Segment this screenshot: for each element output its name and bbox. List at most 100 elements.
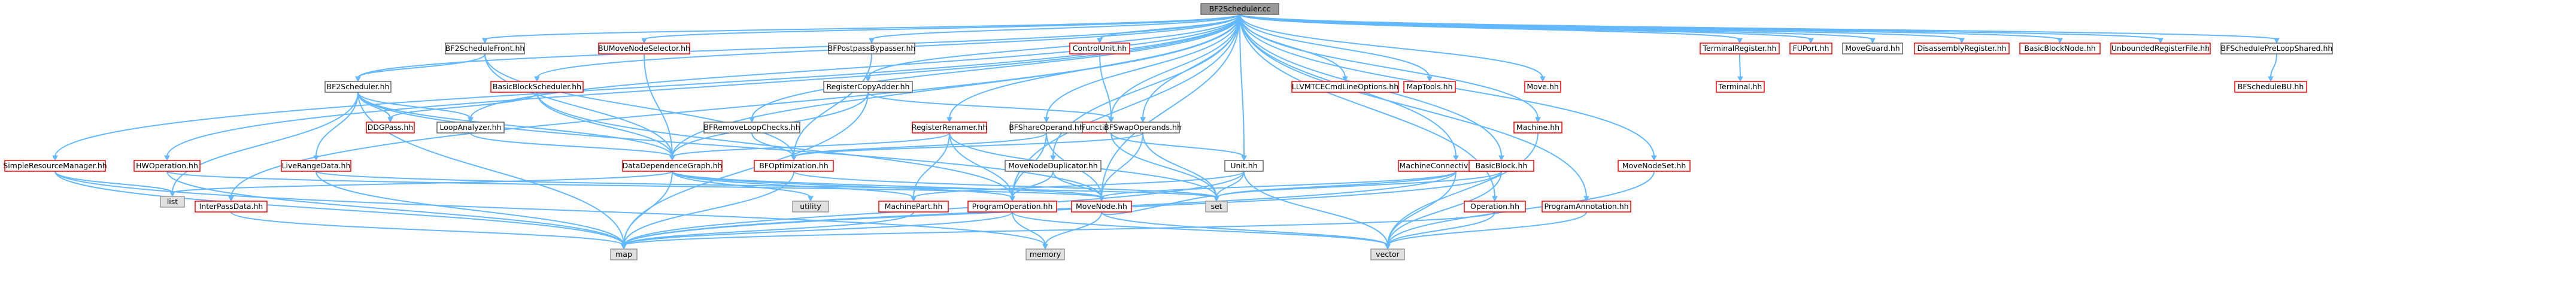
node-box [1914,43,2010,54]
node-box [1542,201,1631,213]
node-label: BF2Scheduler.hh [327,82,390,91]
arrowhead-root-to-interpass [228,196,234,202]
node-interpass[interactable]: InterPassData.hh [195,201,268,213]
node-bfschedbu[interactable]: BFScheduleBU.hh [2234,81,2307,93]
node-movenode[interactable]: MoveNode.hh [1071,201,1132,213]
edge-machine-to-vector [1387,132,1539,246]
edge-bfopt-to-map [623,171,794,246]
node-liverange[interactable]: LiveRangeData.hh [281,160,351,172]
node-movenodedup[interactable]: MoveNodeDuplicator.hh [1005,160,1102,172]
edge-root-to-bfpreloop [1239,14,2277,40]
node-termreg[interactable]: TerminalRegister.hh [1700,43,1780,54]
node-box [2220,43,2333,54]
arrowhead-root-to-bfswapop [1140,117,1146,123]
node-unboundreg[interactable]: UnboundedRegisterFile.hh [2110,43,2211,54]
node-terminal[interactable]: Terminal.hh [1716,81,1765,93]
node-box [792,201,829,213]
node-progannot[interactable]: ProgramAnnotation.hh [1542,201,1631,213]
node-fuport[interactable]: FUPort.hh [1789,43,1832,54]
node-label: Unit.hh [1230,161,1257,170]
edge-ddg-to-machinepart [672,171,914,198]
node-machinepart[interactable]: MachinePart.hh [878,201,949,213]
edge-movenode-to-memory [1045,211,1102,246]
arrowhead-root-to-moveguard [1870,38,1876,44]
node-unit[interactable]: Unit.hh [1224,160,1264,172]
node-box [622,160,723,172]
edge-bfswapop-to-movenode [1101,132,1143,198]
node-movenodeset[interactable]: MoveNodeSet.hh [1618,160,1691,172]
node-move[interactable]: Move.hh [1524,81,1561,93]
edge-root-to-move [1239,14,1543,78]
node-simpleres[interactable]: SimpleResourceManager.hh [3,160,107,172]
node-box [160,196,185,208]
node-ddgpass[interactable]: DDGPass.hh [366,122,415,134]
node-bfpostpass[interactable]: BFPostpassBypasser.hh [828,43,916,54]
node-bfpreloop[interactable]: BFSchedulePreLoopShared.hh [2220,43,2333,54]
arrowhead-bf2schedfront-to-bf2scheduler [355,76,361,83]
node-label: memory [1030,250,1061,259]
node-bfopt[interactable]: BFOptimization.hh [754,160,834,172]
node-llvmtce[interactable]: LLVMTCECmdLineOptions.hh [1291,81,1399,93]
node-box [366,122,415,134]
node-label: BasicBlockScheduler.hh [493,82,581,91]
arrowhead-root-to-regcopy [865,76,871,83]
node-basicblock[interactable]: BasicBlock.hh [1468,160,1534,172]
arrowhead-termreg-to-terminal [1737,76,1743,83]
node-label: Operation.hh [1470,202,1519,211]
edge-mcc-to-vector [1387,171,1457,246]
node-label: MachinePart.hh [885,202,943,211]
node-memory: memory [1025,248,1065,260]
arrowhead-root-to-machine [1535,117,1541,123]
edge-bf2schedfront-to-bf2scheduler [357,53,486,78]
edge-bf2schedfront-to-bfopt [484,53,794,157]
node-bbscheduler[interactable]: BasicBlockScheduler.hh [490,81,584,93]
node-box [1513,122,1562,134]
edge-progop-to-memory [1012,211,1046,246]
node-moveguard[interactable]: MoveGuard.hh [1842,43,1903,54]
arrowhead-root-to-regrenamer [946,117,952,123]
edge-root-to-bf2schedfront [484,14,1240,40]
node-label: set [1210,202,1222,211]
node-bf2schedfront[interactable]: BF2ScheduleFront.hh [445,43,525,54]
node-hwop[interactable]: HWOperation.hh [133,160,201,172]
arrowhead-unit-to-machinepart [911,196,917,202]
node-bfswapop[interactable]: BFSwapOperands.hh [1104,122,1182,134]
node-label: BFOptimization.hh [759,161,829,170]
node-label: DataDependenceGraph.hh [623,161,723,170]
node-progop[interactable]: ProgramOperation.hh [967,201,1057,213]
edge-root-to-bfshareop [1046,14,1240,119]
node-regrenamer[interactable]: RegisterRenamer.hh [912,122,988,134]
edge-unit-to-set [1216,171,1245,198]
node-bfshareop[interactable]: BFShareOperand.hh [1009,122,1084,134]
node-regcopy[interactable]: RegisterCopyAdder.hh [823,81,913,93]
node-bfremoveloop[interactable]: BFRemoveLoopChecks.hh [703,122,800,134]
node-basicblocknode[interactable]: BasicBlockNode.hh [2019,43,2101,54]
node-disasmreg[interactable]: DisassemblyRegister.hh [1914,43,2010,54]
edge-root-to-functionunit [1110,14,1240,119]
arrowhead-root-to-movenodeset [1651,155,1657,162]
node-box [1224,160,1264,172]
node-bumove[interactable]: BUMoveNodeSelector.hh [598,43,690,54]
node-box [1071,201,1132,213]
edges-layer [52,14,2280,250]
edge-functionunit-to-set [1110,132,1217,198]
edge-movenodedup-to-progop [1012,171,1054,198]
edge-root-to-regcopy [867,14,1240,78]
node-maptools[interactable]: MapTools.hh [1403,81,1456,93]
node-label: Move.hh [1527,82,1558,91]
node-bf2scheduler[interactable]: BF2Scheduler.hh [324,81,392,93]
edge-bfremoveloop-to-bfopt [751,132,794,157]
node-loopanalyzer[interactable]: LoopAnalyzer.hh [436,122,505,134]
node-controlunit[interactable]: ControlUnit.hh [1069,43,1130,54]
edge-progannot-to-vector [1387,211,1587,246]
arrowhead-root-to-controlunit [1097,38,1103,44]
node-ddg[interactable]: DataDependenceGraph.hh [622,160,723,172]
node-label: FUPort.hh [1793,44,1829,53]
node-label: TerminalRegister.hh [1703,44,1777,53]
node-label: SimpleResourceManager.hh [3,161,107,170]
node-machine[interactable]: Machine.hh [1513,122,1562,134]
node-box [967,201,1057,213]
arrowhead-bf2scheduler-to-liverange [313,155,319,162]
edge-regrenamer-to-ddg [672,132,950,157]
node-operation[interactable]: Operation.hh [1464,201,1526,213]
